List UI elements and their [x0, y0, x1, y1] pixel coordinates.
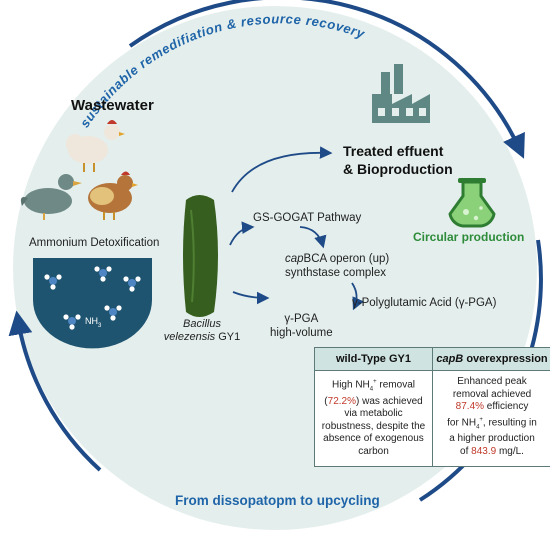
- arrow-to-treated-effluent: [231, 146, 333, 193]
- duck-illustration: [20, 174, 82, 220]
- arrow-to-cap-operon: [299, 226, 327, 249]
- arrow-to-gs-gogat: [229, 221, 255, 246]
- cap-operon-label: capBCA operon (up) synthstase complex: [285, 253, 390, 279]
- treated-effluent-label: Treated effuent & Bioproduction: [343, 143, 453, 177]
- table-header-wild-type: wild-Type GY1: [315, 348, 433, 371]
- bacterium-cell: [183, 195, 218, 317]
- wastewater-title: Wastewater: [71, 97, 154, 114]
- pga-high-volume-label: γ-PGA high-volume: [270, 313, 333, 339]
- table-cell-wild-type: High NH4+ removal (72.2%) was achieved v…: [321, 379, 426, 457]
- table-header-capb: capB overexpression: [433, 348, 550, 371]
- ammonia-molecules: [44, 266, 141, 330]
- wastewater-pool: [33, 258, 152, 349]
- bacterium-highlight: [190, 209, 195, 303]
- ammonia-label: NH3: [85, 316, 102, 329]
- hen-white-illustration: [66, 120, 125, 172]
- circular-production-label: Circular production: [413, 230, 525, 244]
- results-table: wild-Type GY1 capB overexpression High N…: [314, 347, 550, 467]
- table-divider: [432, 348, 433, 466]
- cycle-arrow-left: [8, 310, 102, 472]
- factory-icon: [372, 64, 430, 123]
- bottom-title: From dissopatopm to upcycling: [175, 493, 380, 508]
- table-cell-capb: Enhanced peak removal achieved 87.4% eff…: [447, 376, 537, 457]
- arrow-to-pga-product: [351, 282, 364, 311]
- cycle-arrow-top: [128, 0, 525, 159]
- bacterium-label: Bacillus velezensis GY1: [163, 318, 241, 343]
- ammonium-detoxification-label: Ammonium Detoxification: [29, 237, 160, 249]
- pga-product-label: γ-Polyglutamic Acid (γ-PGA): [352, 297, 497, 309]
- flask-icon: [448, 178, 496, 228]
- gs-gogat-label: GS-GOGAT Pathway: [253, 212, 362, 224]
- hen-brown-illustration: [88, 171, 138, 220]
- arrow-to-pga-high-volume: [232, 291, 270, 305]
